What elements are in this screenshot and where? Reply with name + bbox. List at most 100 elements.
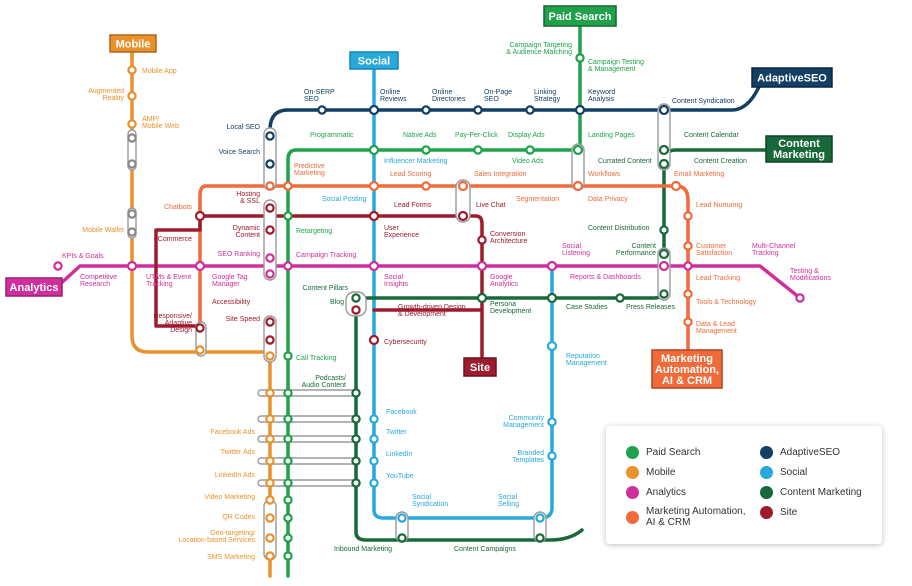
- svg-text:Content Pillars: Content Pillars: [302, 285, 348, 292]
- svg-text:Call Tracking: Call Tracking: [296, 355, 337, 362]
- svg-text:Twitter Ads: Twitter Ads: [221, 449, 256, 456]
- terminal-site: Site: [463, 357, 497, 377]
- svg-text:Local SEO: Local SEO: [227, 124, 261, 131]
- svg-text:Programmatic: Programmatic: [310, 132, 354, 139]
- svg-text:KPIs & Goals: KPIs & Goals: [62, 253, 104, 260]
- svg-text:LinkedIn Ads: LinkedIn Ads: [215, 472, 256, 479]
- svg-text:Analytics: Analytics: [10, 282, 59, 294]
- site-line: [154, 214, 484, 358]
- svg-text:Voice Search: Voice Search: [219, 149, 260, 156]
- legend-swatch: [760, 466, 773, 479]
- svg-text:Content Creation: Content Creation: [694, 158, 747, 165]
- svg-text:Content Calendar: Content Calendar: [684, 132, 740, 139]
- svg-text:Content Distribution: Content Distribution: [588, 225, 650, 232]
- legend-swatch: [760, 486, 773, 499]
- hub-performance: [657, 247, 671, 301]
- svg-text:Lead Forms: Lead Forms: [394, 202, 432, 209]
- svg-text:Mobile Wallet: Mobile Wallet: [82, 227, 124, 234]
- svg-text:Cybersecurity: Cybersecurity: [384, 339, 427, 346]
- svg-text:Marketing: Marketing: [773, 149, 825, 161]
- svg-text:Tools & Technology: Tools & Technology: [696, 299, 757, 306]
- legend-item-analytics: Analytics: [626, 486, 686, 499]
- svg-text:Retargeting: Retargeting: [296, 228, 332, 235]
- svg-text:LinkedIn: LinkedIn: [386, 451, 413, 458]
- legend-item-marketing-automation: Marketing Automation, AI & CRM: [626, 506, 754, 528]
- svg-text:Blog: Blog: [330, 299, 344, 306]
- svg-text:Content: Content: [778, 138, 820, 150]
- svg-text:Paid Search: Paid Search: [549, 11, 612, 23]
- svg-text:Hosting& SSL: Hosting& SSL: [236, 191, 260, 205]
- terminal-adaptive-seo: AdaptiveSEO: [751, 67, 833, 88]
- terminal-social: Social: [349, 51, 399, 70]
- svg-text:Site Speed: Site Speed: [226, 316, 260, 323]
- svg-text:Live Chat: Live Chat: [476, 202, 506, 209]
- svg-text:Video Marketing: Video Marketing: [205, 494, 256, 501]
- svg-text:Chatbots: Chatbots: [164, 204, 193, 211]
- hub-blog: [345, 291, 367, 317]
- svg-text:Testing &Modifications: Testing &Modifications: [790, 268, 831, 282]
- svg-text:SMS Marketing: SMS Marketing: [207, 554, 255, 561]
- svg-text:Native Ads: Native Ads: [403, 132, 437, 139]
- station-labels: Campaign Targeting& Audience Matching Ca…: [62, 42, 831, 561]
- legend-item-content-marketing: Content Marketing: [760, 486, 862, 499]
- svg-text:Content Campaigns: Content Campaigns: [454, 546, 516, 553]
- svg-text:Campaign Testing& Management: Campaign Testing& Management: [588, 59, 644, 73]
- mobile-line: [130, 50, 272, 578]
- legend-swatch: [626, 446, 639, 459]
- terminal-paid-search: Paid Search: [543, 5, 617, 27]
- terminal-analytics: Analytics: [5, 277, 63, 297]
- svg-text:Press Releases: Press Releases: [626, 304, 676, 311]
- svg-text:Video Ads: Video Ads: [512, 158, 544, 165]
- svg-text:Lead Tracking: Lead Tracking: [696, 275, 740, 282]
- svg-text:Social Posting: Social Posting: [322, 196, 366, 203]
- svg-text:Facebook Ads: Facebook Ads: [211, 429, 256, 436]
- svg-text:Display Ads: Display Ads: [508, 132, 545, 139]
- svg-text:YouTube: YouTube: [386, 473, 414, 480]
- svg-text:Campaign Tracking: Campaign Tracking: [296, 252, 356, 259]
- legend-item-adaptive-seo: AdaptiveSEO: [760, 446, 840, 459]
- svg-text:Twitter: Twitter: [386, 429, 407, 436]
- svg-text:Mobile App: Mobile App: [142, 68, 177, 75]
- svg-text:Pay-Per-Click: Pay-Per-Click: [455, 132, 498, 139]
- svg-text:Mobile: Mobile: [116, 39, 151, 51]
- svg-text:Influencer Marketing: Influencer Marketing: [384, 158, 448, 165]
- svg-text:Campaign Targeting& Audience M: Campaign Targeting& Audience Matching: [506, 42, 572, 56]
- svg-text:Sales Integration: Sales Integration: [474, 171, 527, 178]
- svg-text:Reports & Dashboards: Reports & Dashboards: [570, 274, 641, 281]
- legend-swatch: [760, 506, 773, 519]
- svg-text:Segmentation: Segmentation: [516, 196, 559, 203]
- svg-text:Accessibility: Accessibility: [212, 299, 251, 306]
- svg-text:Facebook: Facebook: [386, 409, 417, 416]
- svg-text:Marketing: Marketing: [661, 353, 713, 365]
- terminal-marketing-automation: Marketing Automation, AI & CRM: [651, 349, 723, 389]
- hub-sms: [263, 499, 277, 561]
- svg-text:Workflows: Workflows: [588, 171, 621, 178]
- svg-text:Growth-driven Design& Developm: Growth-driven Design& Development: [398, 304, 466, 318]
- legend-swatch: [626, 510, 639, 524]
- legend-swatch: [626, 486, 639, 499]
- legend-item-site: Site: [760, 506, 797, 519]
- svg-text:Case Studies: Case Studies: [566, 304, 608, 311]
- legend-item-paid-search: Paid Search: [626, 446, 700, 459]
- hub-leads: [455, 179, 471, 223]
- svg-text:Lead Scoring: Lead Scoring: [390, 171, 431, 178]
- terminal-mobile: Mobile: [109, 34, 157, 53]
